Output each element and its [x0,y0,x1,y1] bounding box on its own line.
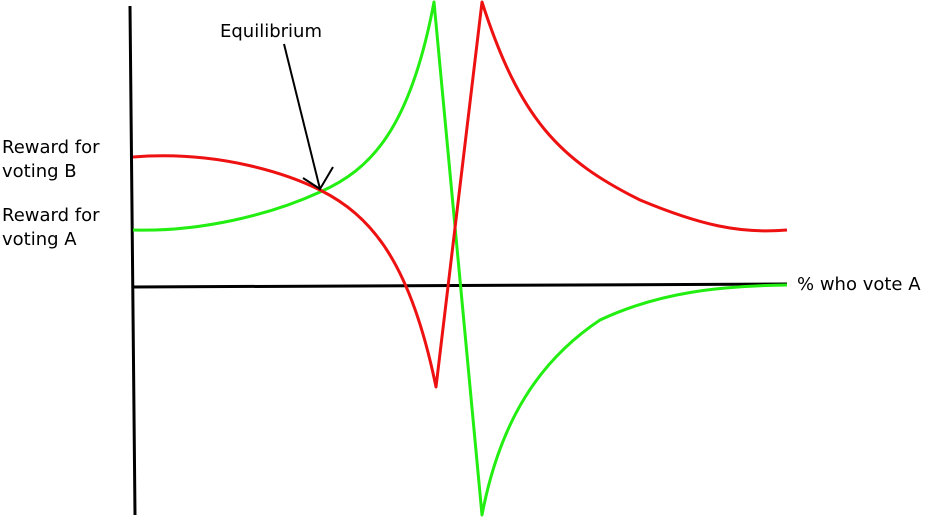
reward-b-label-line2: voting B [2,161,77,182]
reward-a-label: Reward for voting A [2,204,100,252]
reward-a-curve [132,0,788,517]
reward-b-label-line1: Reward for [2,137,100,158]
reward-b-label: Reward for voting B [2,136,100,184]
reward-a-label-line1: Reward for [2,205,100,226]
equilibrium-arrow [283,43,321,190]
equilibrium-arrowhead-icon [302,166,334,191]
x-axis-label: % who vote A [797,274,921,295]
y-axis [128,5,137,516]
reward-b-curve [132,0,788,389]
reward-a-label-line2: voting A [2,229,77,250]
equilibrium-label: Equilibrium [220,21,322,42]
